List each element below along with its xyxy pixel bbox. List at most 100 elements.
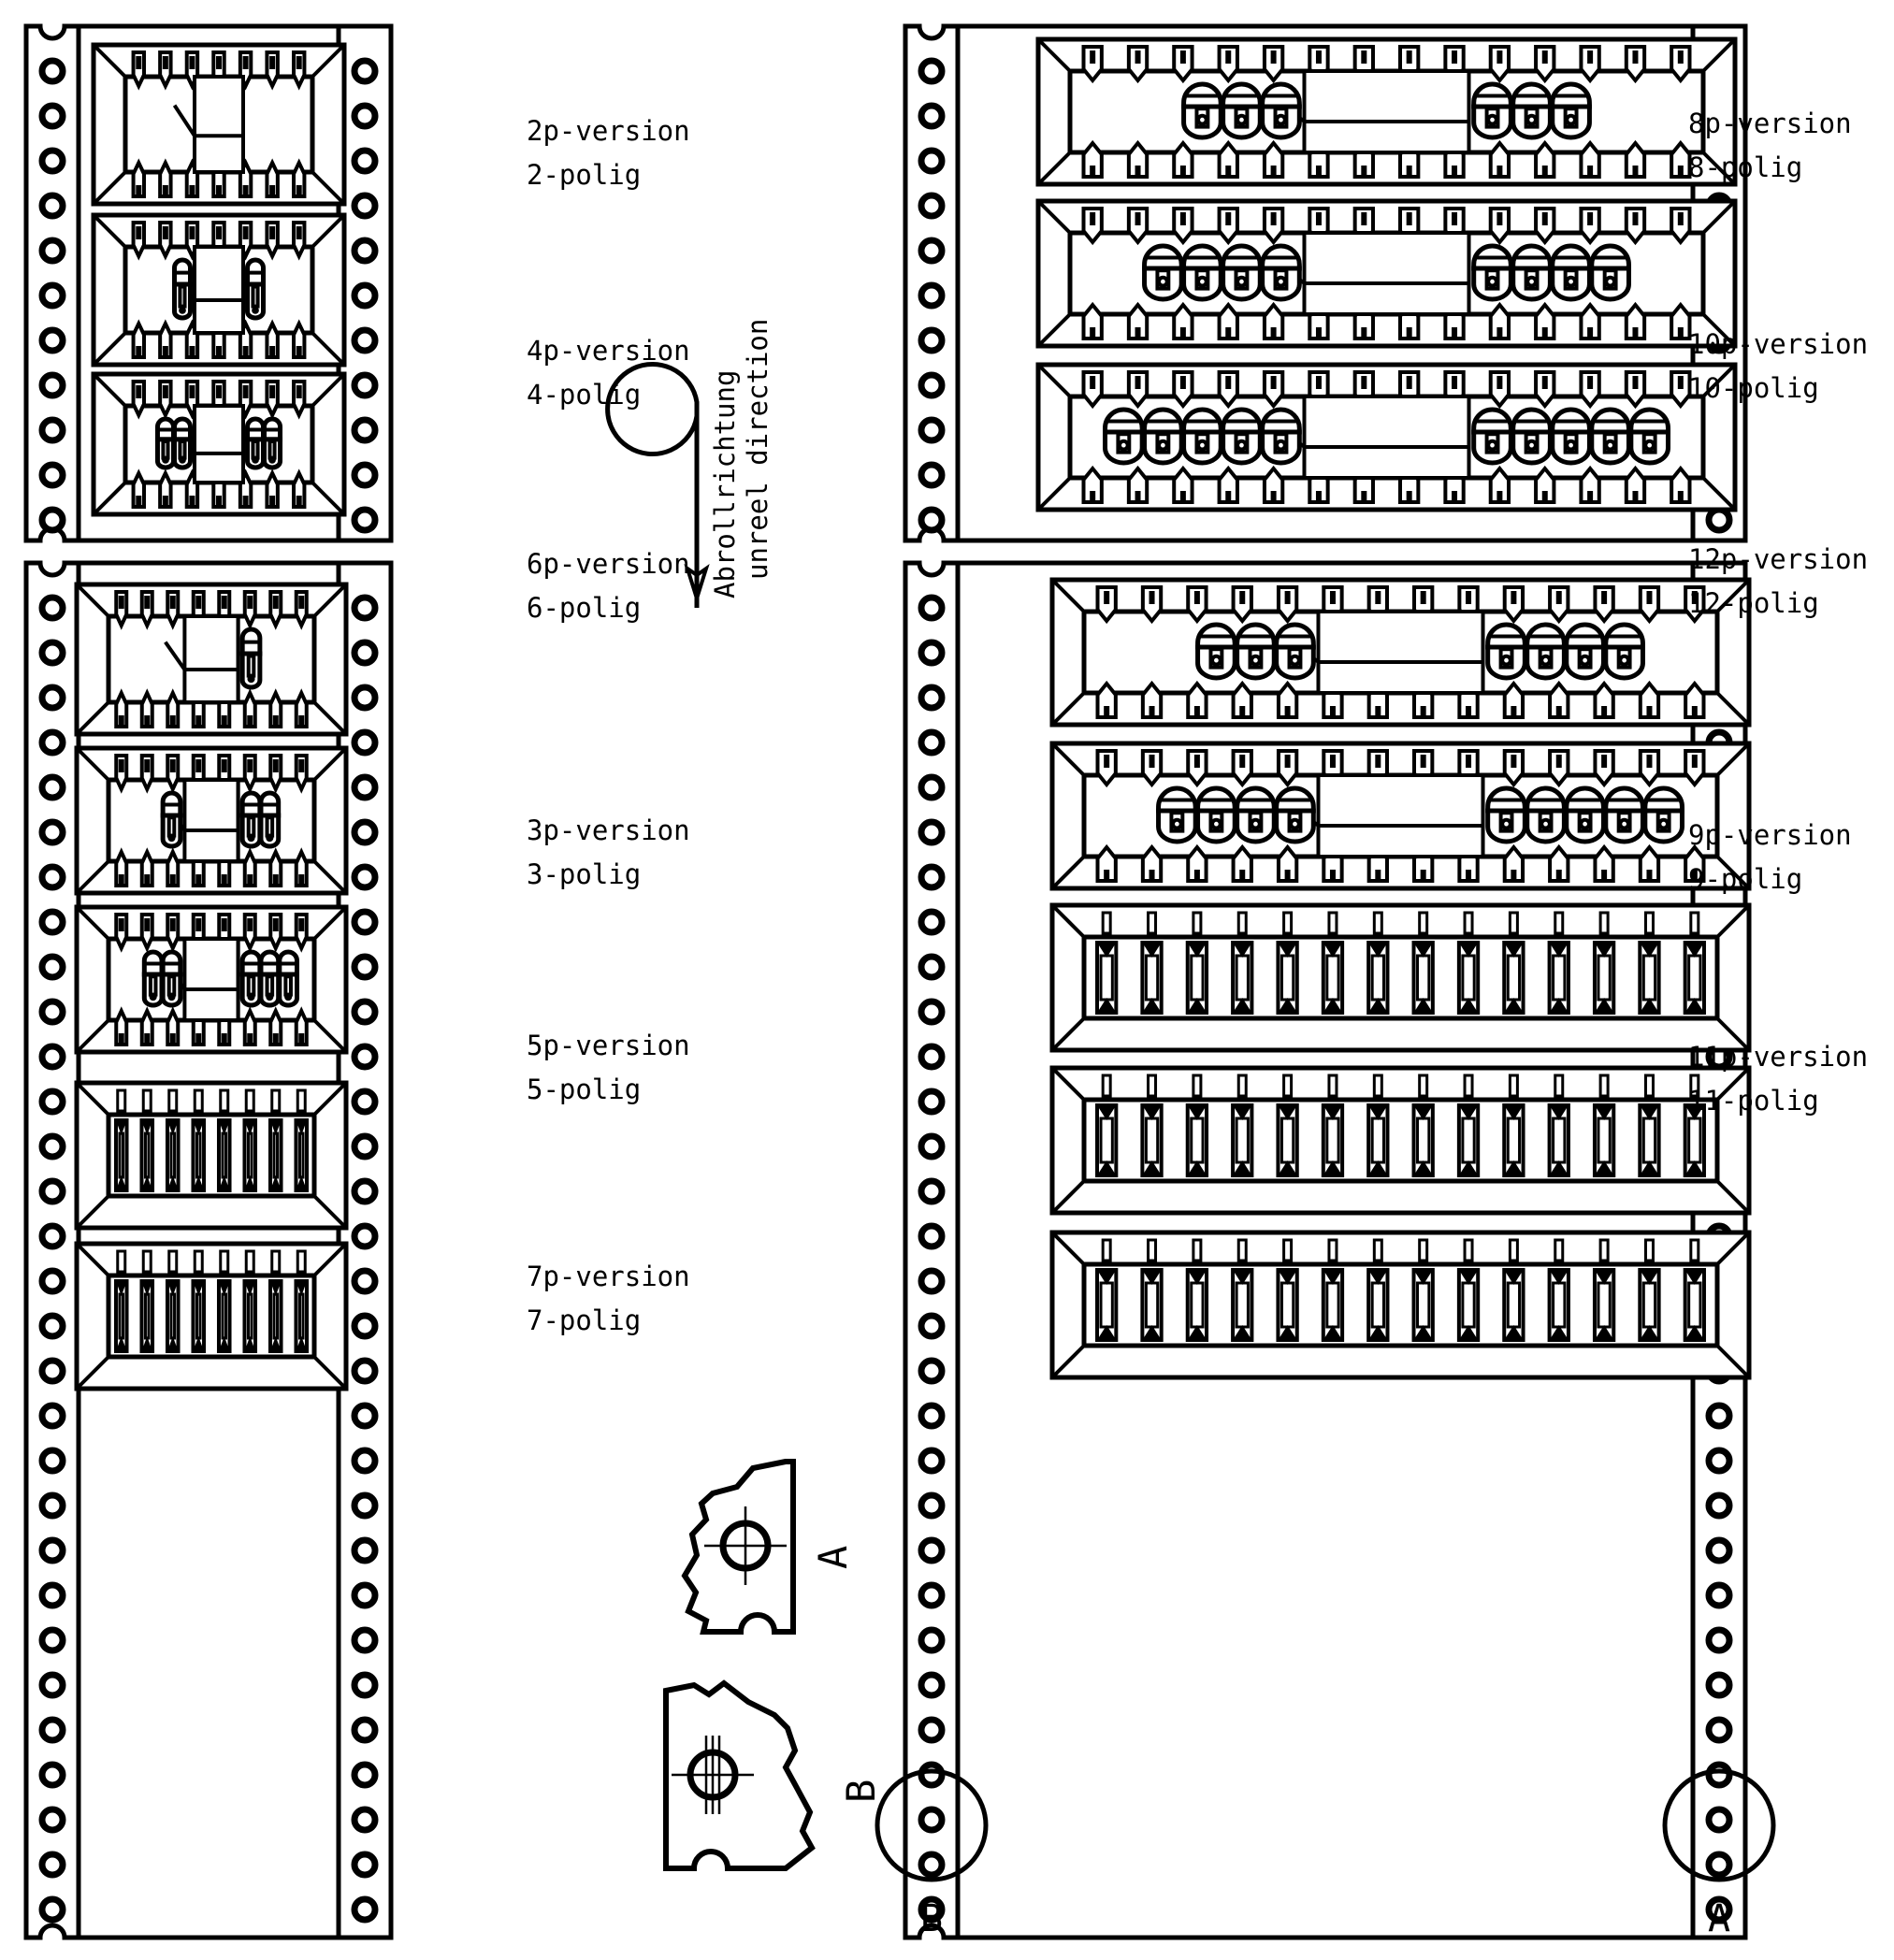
latch-tooth-pin: [1090, 327, 1096, 339]
label-2p-de: 2-polig: [527, 159, 641, 191]
latch-tooth-pin: [1406, 50, 1412, 64]
pocket-rib-wedge: [1458, 943, 1479, 958]
sprocket-hole: [351, 773, 379, 801]
latch-tooth-pin: [1677, 212, 1684, 225]
pocket-latch-tab: [244, 1088, 255, 1113]
pocket-rib-wedge: [1368, 998, 1388, 1013]
pin-slot: [251, 284, 260, 309]
pocket-rib-wedge: [1097, 943, 1117, 958]
connector-pocket-6p: [91, 371, 347, 517]
latch-tooth-pin: [1496, 376, 1503, 389]
latch-tooth-pin: [195, 1033, 202, 1045]
pocket-rib-inner: [1461, 1281, 1476, 1329]
latch-tooth-pin: [221, 596, 227, 609]
pocket-rib-wedge: [1368, 1160, 1388, 1175]
pocket-rib-inner: [1144, 954, 1160, 1002]
latch-tooth-pin: [195, 874, 202, 886]
connector-pin: [1485, 785, 1527, 844]
latch-tooth: [1186, 843, 1208, 883]
pocket-bevel-edge: [1050, 578, 1086, 613]
pocket-bevel-edge: [1715, 1066, 1751, 1102]
sprocket-hole: [918, 863, 946, 891]
pocket-rib-wedge: [1187, 1105, 1207, 1120]
pocket-latch-tab: [1598, 911, 1610, 935]
pin-contact-dot: [1275, 439, 1287, 452]
connector-pin: [1511, 81, 1553, 140]
latch-tooth: [1172, 465, 1194, 504]
sprocket-hole: [38, 1806, 66, 1834]
latch-tooth-pin: [1677, 491, 1684, 502]
pocket-bevel-edge: [75, 859, 110, 895]
carrier-tape-top-right: [903, 23, 1748, 543]
detail-letter-b: B: [838, 1780, 884, 1803]
pin-contact-dot: [167, 834, 176, 843]
latch-tooth-pin: [1135, 491, 1141, 502]
latch-tooth-pin: [1090, 491, 1096, 502]
pocket-rib-wedge: [141, 1120, 153, 1135]
connector-pin: [1471, 243, 1513, 302]
latch-tooth: [1126, 139, 1149, 179]
latch-tooth: [1502, 843, 1525, 883]
pin-contact-dot: [1525, 439, 1538, 452]
latch-tooth: [1217, 139, 1239, 179]
pocket-rib-wedge: [1504, 1270, 1524, 1285]
latch-tooth-pin: [1361, 212, 1367, 225]
pocket-rib-inner: [297, 1292, 305, 1340]
connector-pin: [1181, 407, 1223, 466]
connector-pocket-11p: [1049, 741, 1752, 891]
pin-contact-dot: [1210, 817, 1222, 830]
pocket-rib-inner: [221, 1292, 228, 1340]
pocket-window: [1302, 231, 1471, 316]
sprocket-hole: [1705, 1447, 1733, 1475]
pin-contact-dot: [1486, 113, 1498, 126]
sprocket-hole: [351, 908, 379, 936]
pin-contact-dot: [252, 307, 259, 314]
connector-pin: [1603, 622, 1645, 681]
latch-tooth-pin: [162, 185, 168, 196]
pocket-rib-wedge: [244, 1120, 256, 1135]
connector-pin: [1103, 407, 1145, 466]
latch-tooth-pin: [1329, 591, 1336, 604]
pocket-rib-wedge: [1368, 1325, 1388, 1340]
latch-tooth-pin: [1587, 491, 1594, 502]
pin-contact-dot: [1657, 817, 1670, 830]
sprocket-hole: [918, 1536, 946, 1564]
sprocket-hole: [351, 1626, 379, 1654]
pocket-rib-wedge: [1684, 943, 1704, 958]
sprocket-hole: [351, 1043, 379, 1071]
pocket-bevel-edge: [1715, 1016, 1751, 1052]
sprocket-hole: [351, 461, 379, 489]
pocket-rib-wedge: [1594, 1105, 1614, 1120]
pocket-rib-wedge: [1187, 1270, 1207, 1285]
pocket-bevel-edge: [92, 170, 127, 206]
sprocket-hole: [38, 326, 66, 354]
pocket-window: [1302, 69, 1471, 154]
sprocket-hole: [38, 998, 66, 1026]
latch-tooth-pin: [144, 715, 151, 727]
connector-pocket-7p: [74, 904, 349, 1055]
latch-tooth: [1231, 680, 1253, 719]
latch-tooth-pin: [118, 596, 124, 609]
sprocket-hole: [38, 1536, 66, 1564]
pocket-latch-tab: [193, 1088, 204, 1113]
latch-tooth-pin: [118, 715, 124, 727]
pocket-bevel-edge: [311, 213, 346, 249]
sprocket-hole: [918, 594, 946, 622]
sprocket-hole: [1705, 1671, 1733, 1699]
sprocket-hole: [351, 818, 379, 846]
latch-tooth-pin: [1541, 50, 1548, 64]
sprocket-hole: [918, 57, 946, 85]
pocket-bevel-edge: [1050, 855, 1086, 890]
sprocket-hole: [38, 57, 66, 85]
pocket-bevel-edge: [1715, 691, 1751, 727]
pocket-rib-wedge: [269, 1336, 282, 1351]
pocket-rib-wedge: [1684, 998, 1704, 1013]
latch-tooth-pin: [1270, 212, 1277, 225]
sprocket-hole: [1705, 1402, 1733, 1430]
pin-contact-dot: [1289, 817, 1301, 830]
sprocket-hole: [918, 237, 946, 265]
latch-tooth-pin: [242, 385, 249, 398]
pocket-rib-wedge: [1323, 1270, 1343, 1285]
pin-contact-dot: [247, 675, 255, 684]
